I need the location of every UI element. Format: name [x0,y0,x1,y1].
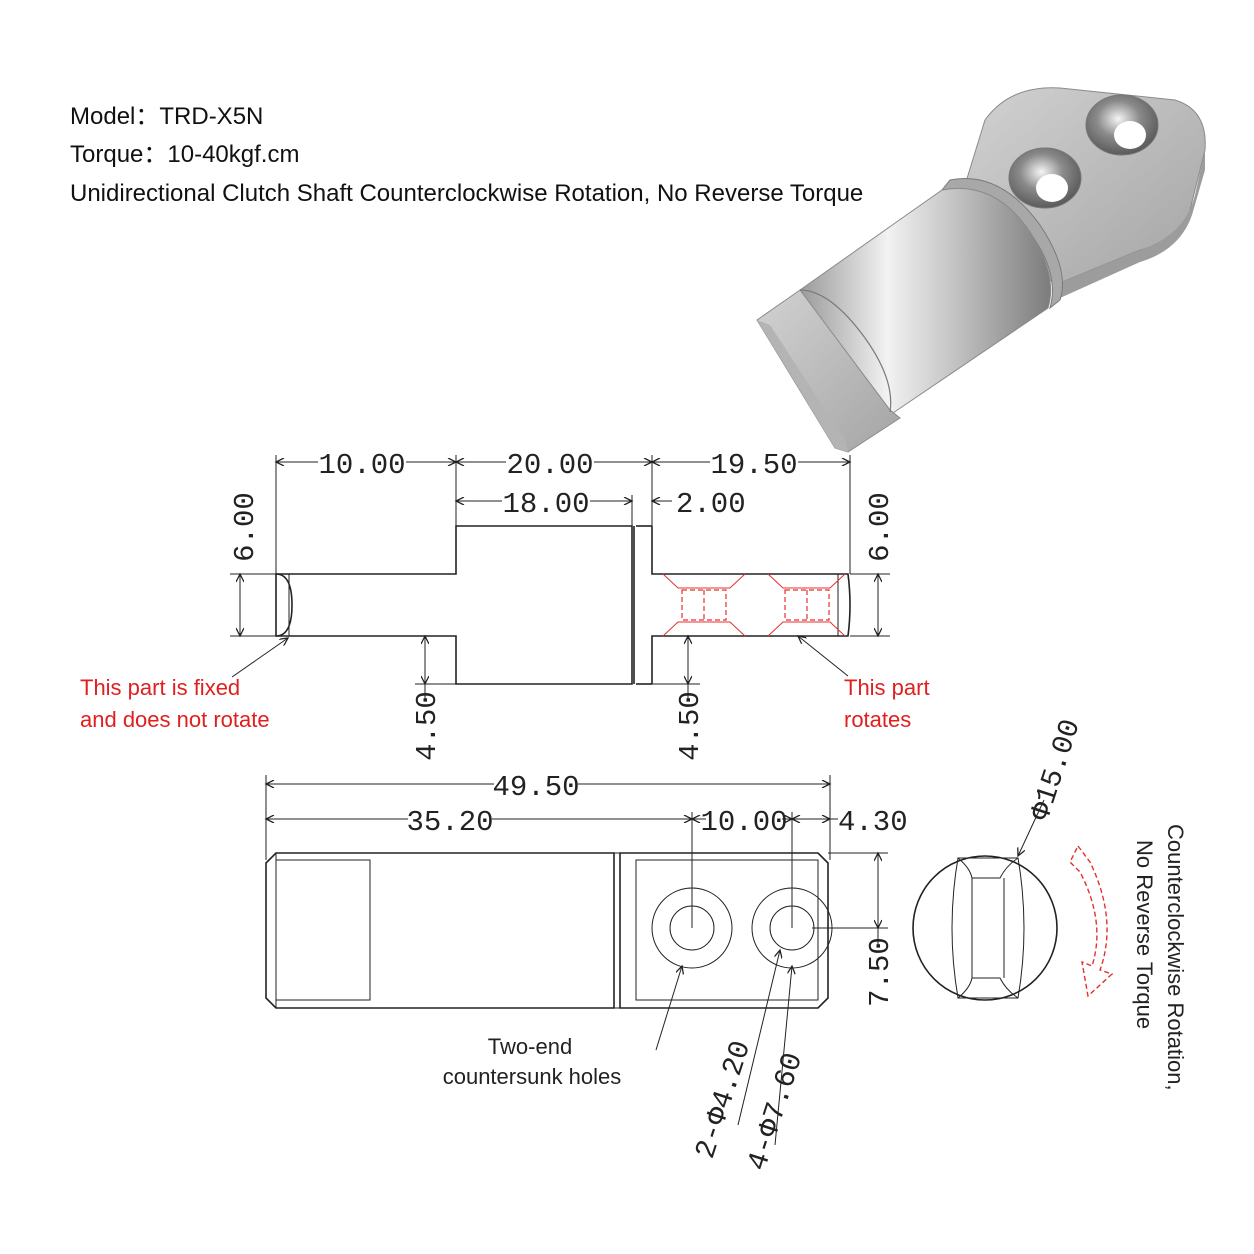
hidden-countersink-hole [662,573,746,637]
note-fixed-line2: and does not rotate [80,707,270,732]
description-label: Unidirectional Clutch Shaft Counterclock… [70,180,863,207]
model-label: Model：TRD-X5N [70,103,263,130]
dim-left-step: 4.50 [411,691,444,761]
plan-view: 49.50 35.20 10.00 4.30 7.50 Two-end coun… [266,768,908,1175]
dim-inner-length: 18.00 [502,488,589,521]
dim-edge-distance: 4.30 [838,806,908,839]
dim-right-length: 19.50 [710,449,797,482]
torque-label: Torque：10-40kgf.cm [70,141,299,168]
note-rotates-line2: rotates [844,707,911,732]
rotation-arrow-icon [1069,844,1114,998]
end-view: Φ15.00 Counterclockwise Rotation, No Rev… [912,715,1188,1091]
note-holes-line1: Two-end [488,1034,572,1059]
dim-hole-spacing: 10.00 [700,806,787,839]
dim-left-height: 6.00 [229,492,262,562]
dim-right-step: 4.50 [674,691,707,761]
note-fixed-line1: This part is fixed [80,675,240,700]
dim-middle-length: 20.00 [506,449,593,482]
rotation-note-line2: No Reverse Torque [1132,840,1157,1029]
dim-total-length: 49.50 [492,771,579,804]
dim-gap-length: 2.00 [676,488,746,521]
dim-left-length: 10.00 [318,449,405,482]
note-holes-line2: countersunk holes [443,1064,622,1089]
hidden-countersink-hole [767,573,846,637]
rotation-note-line1: Counterclockwise Rotation, [1163,824,1188,1091]
dim-half-width: 7.50 [864,937,897,1007]
product-photo [756,87,1206,453]
dim-hole-position: 35.20 [406,806,493,839]
diameter-callout: Φ15.00 [1024,715,1088,825]
side-view: 10.00 20.00 19.50 18.00 2.00 6.00 6.00 4… [80,446,930,761]
note-rotates-line1: This part [844,675,930,700]
dim-right-height: 6.00 [864,492,897,562]
